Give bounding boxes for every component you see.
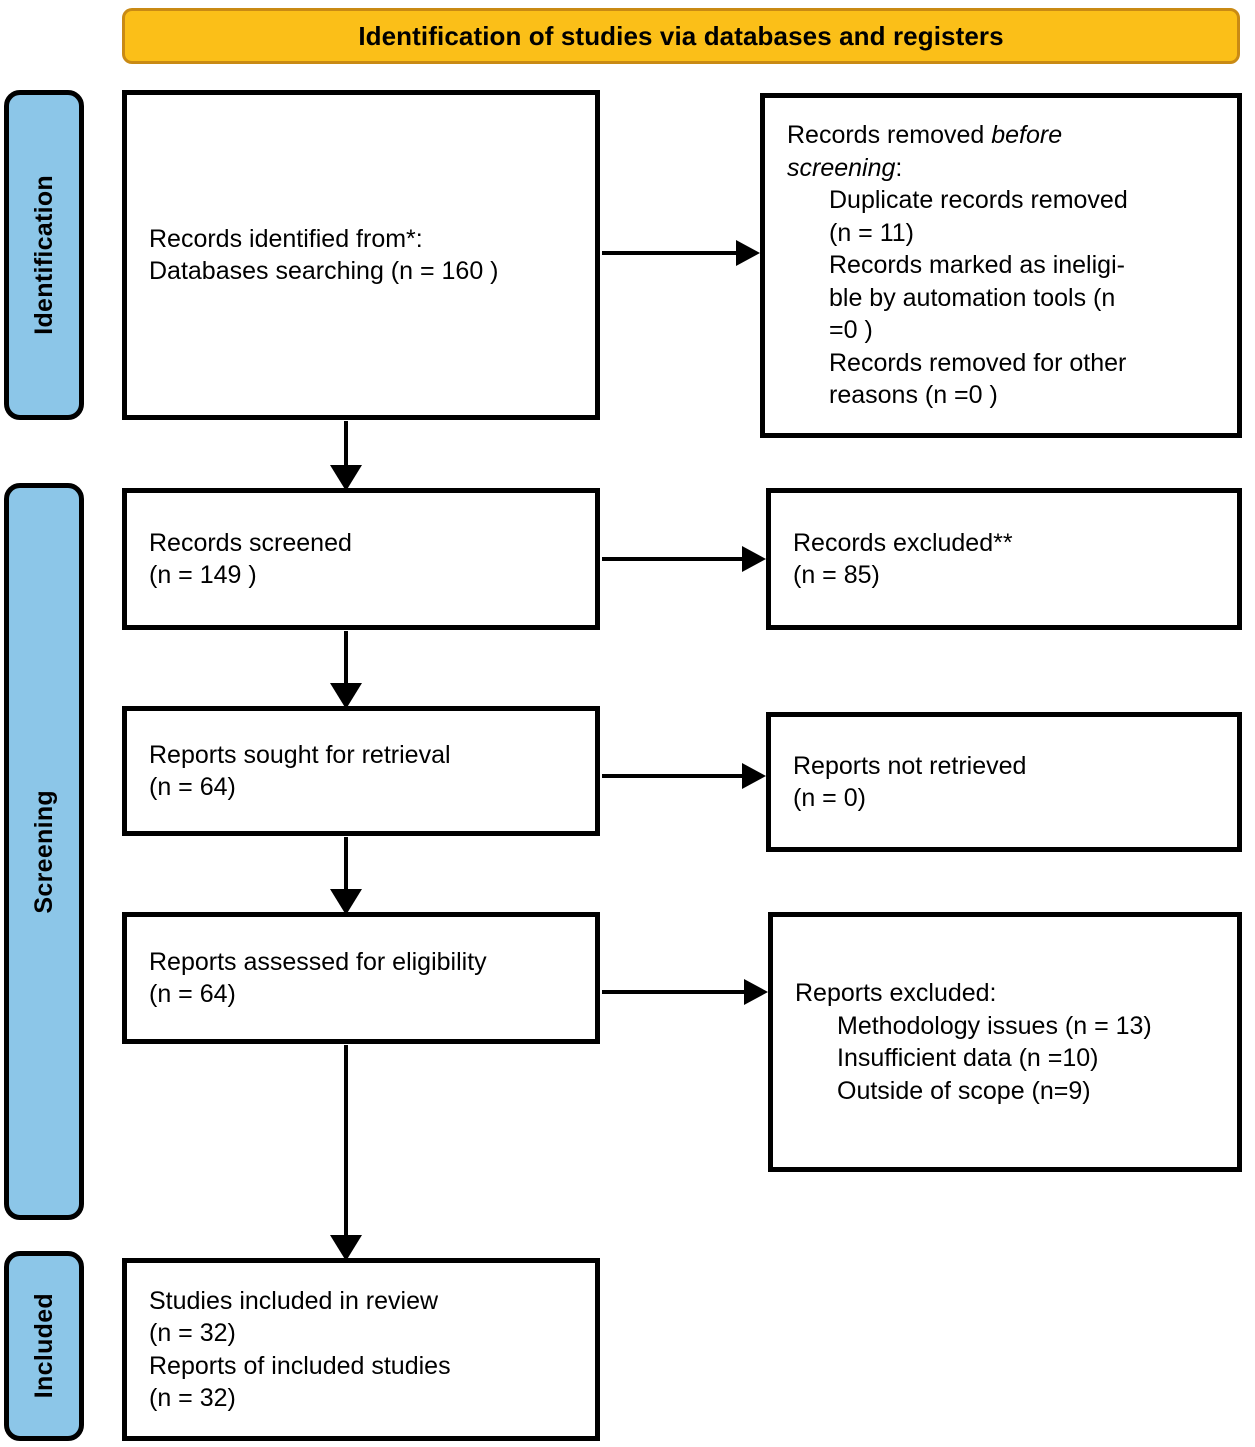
arrow-shaft xyxy=(344,421,348,469)
stage-bar-included: Included xyxy=(4,1251,84,1441)
arrow-screened-to-sought-icon xyxy=(330,631,362,709)
reports-included-label: Reports of included studies xyxy=(149,1351,451,1380)
records-excluded-count: (n = 85) xyxy=(793,561,880,589)
arrow-head xyxy=(744,979,768,1005)
box-reports-sought-for-retrieval: Reports sought for retrieval (n = 64) xyxy=(122,706,600,836)
records-removed-duplicate-label: Duplicate records removed xyxy=(829,186,1128,215)
records-removed-duplicate-count: (n = 11) xyxy=(829,218,914,247)
records-screened-count: (n = 149 ) xyxy=(149,561,257,589)
reports-not-retrieved-label: Reports not retrieved xyxy=(793,751,1027,780)
records-identified-line-2: Databases searching (n = 160 ) xyxy=(149,257,499,285)
reports-excluded-methodology: Methodology issues (n = 13) xyxy=(837,1011,1152,1040)
box-studies-included: Studies included in review (n = 32) Repo… xyxy=(122,1258,600,1441)
records-screened-label: Records screened xyxy=(149,528,352,557)
arrow-shaft xyxy=(602,557,748,561)
arrow-head xyxy=(330,465,362,491)
stage-bar-included-label: Included xyxy=(29,1293,58,1399)
records-removed-prefix: Records removed xyxy=(787,121,992,150)
stage-bar-identification-label: Identification xyxy=(29,175,58,335)
records-excluded-label: Records excluded** xyxy=(793,528,1013,557)
reports-sought-label: Reports sought for retrieval xyxy=(149,740,451,769)
box-records-excluded: Records excluded** (n = 85) xyxy=(766,488,1242,630)
records-removed-italic-before: before xyxy=(991,121,1063,150)
records-removed-automation-count: =0 ) xyxy=(829,316,873,345)
arrow-shaft xyxy=(344,837,348,893)
arrow-assessed-to-reports-excluded-icon xyxy=(602,977,768,1007)
arrow-head xyxy=(736,240,760,266)
box-records-screened: Records screened (n = 149 ) xyxy=(122,488,600,630)
arrow-identified-to-removed-icon xyxy=(602,238,760,268)
arrow-head xyxy=(330,1235,362,1261)
reports-excluded-outside-scope: Outside of scope (n=9) xyxy=(837,1076,1091,1105)
stage-bar-screening-label: Screening xyxy=(29,789,58,914)
arrow-sought-to-assessed-icon xyxy=(330,837,362,915)
records-removed-italic-screening: screening xyxy=(787,153,896,182)
arrow-shaft xyxy=(602,251,742,255)
stage-bar-identification: Identification xyxy=(4,90,84,420)
studies-included-label: Studies included in review xyxy=(149,1286,439,1315)
box-reports-excluded-reasons: Reports excluded: Methodology issues (n … xyxy=(768,912,1242,1172)
records-removed-other-line-1: Records removed for other xyxy=(829,348,1127,377)
stage-bar-screening: Screening xyxy=(4,483,84,1220)
records-removed-automation-line-2: ble by automation tools (n xyxy=(829,283,1116,312)
arrow-shaft xyxy=(344,631,348,687)
studies-included-count: (n = 32) xyxy=(149,1319,236,1347)
records-removed-line-1: Records removed before xyxy=(787,119,1223,152)
arrow-shaft xyxy=(602,990,750,994)
box-records-removed-before-screening: Records removed before screening: Duplic… xyxy=(760,93,1242,438)
reports-excluded-insufficient-data: Insufficient data (n =10) xyxy=(837,1044,1099,1072)
box-reports-not-retrieved: Reports not retrieved (n = 0) xyxy=(766,712,1242,852)
reports-assessed-count: (n = 64) xyxy=(149,980,236,1008)
arrow-head xyxy=(742,763,766,789)
diagram-header-banner: Identification of studies via databases … xyxy=(122,8,1240,64)
box-records-identified: Records identified from*: Databases sear… xyxy=(122,90,600,420)
records-removed-colon: : xyxy=(895,153,903,182)
arrow-head xyxy=(742,546,766,572)
records-removed-automation-line-1: Records marked as ineligi- xyxy=(829,251,1125,280)
arrow-shaft xyxy=(602,774,748,778)
diagram-title: Identification of studies via databases … xyxy=(358,20,1004,51)
records-removed-other-count: reasons (n =0 ) xyxy=(829,381,998,410)
reports-excluded-heading: Reports excluded: xyxy=(795,979,997,1007)
box-reports-assessed-for-eligibility: Reports assessed for eligibility (n = 64… xyxy=(122,912,600,1044)
arrow-screened-to-excluded-icon xyxy=(602,544,766,574)
records-removed-line-2: screening: xyxy=(787,152,1223,185)
reports-assessed-label: Reports assessed for eligibility xyxy=(149,947,487,976)
arrow-assessed-to-included-icon xyxy=(330,1045,362,1261)
reports-not-retrieved-count: (n = 0) xyxy=(793,784,866,812)
records-identified-line-1: Records identified from*: xyxy=(149,224,423,253)
reports-sought-count: (n = 64) xyxy=(149,773,236,801)
arrow-head xyxy=(330,889,362,915)
arrow-sought-to-not-retrieved-icon xyxy=(602,761,766,791)
arrow-identified-to-screened-icon xyxy=(330,421,362,491)
reports-included-count: (n = 32) xyxy=(149,1384,236,1412)
arrow-head xyxy=(330,683,362,709)
arrow-shaft xyxy=(344,1045,348,1239)
